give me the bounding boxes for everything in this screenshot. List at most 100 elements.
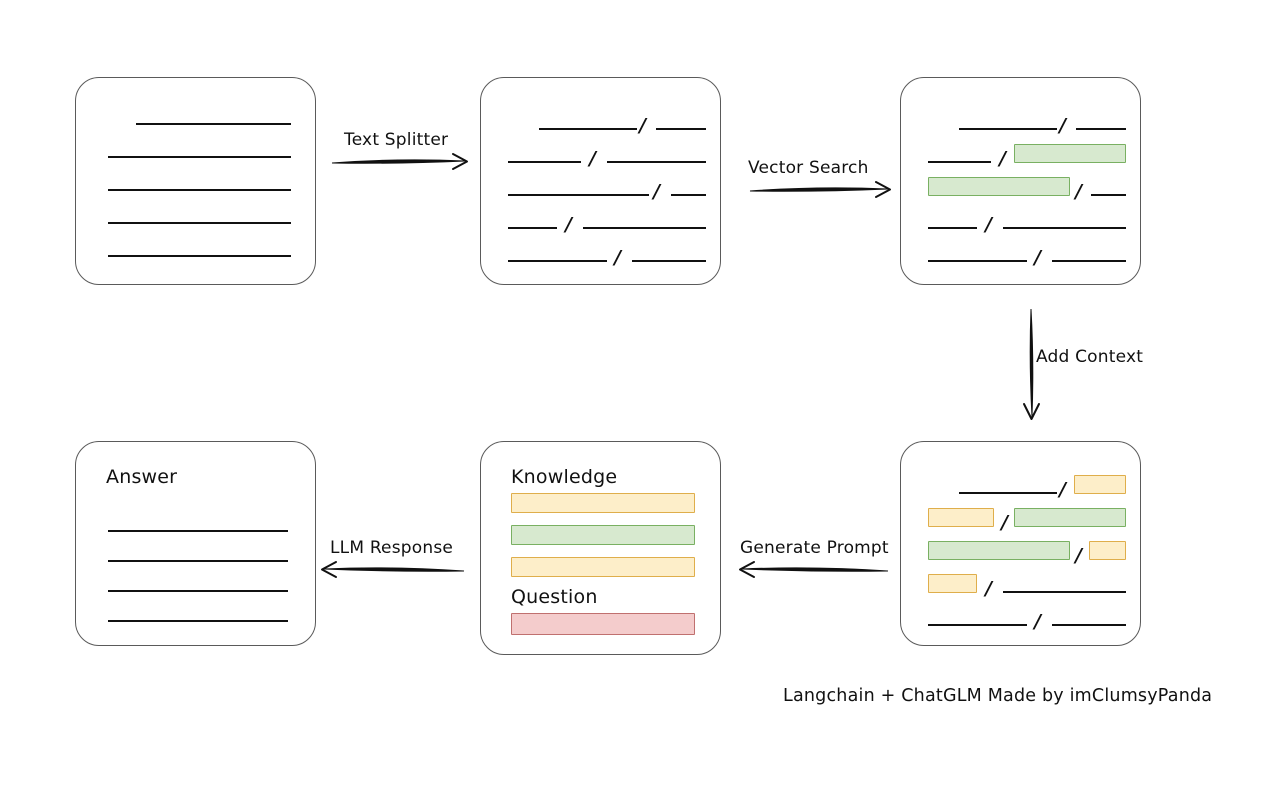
arrow-label-add-context: Add Context [1036,347,1144,367]
text-line [1052,260,1126,262]
chunk-separator-slash: / [565,213,572,236]
text-line [508,194,649,196]
text-row [76,78,315,158]
text-line [583,227,706,229]
chunk-separator-slash: / [1034,246,1041,269]
card-heading-answer: Answer [106,466,178,488]
highlight-chunk-yellow [928,508,994,527]
text-line [108,530,288,532]
text-row: / [481,78,720,168]
text-line [928,227,977,229]
chunk-separator-slash: / [985,577,992,600]
text-line [959,492,1057,494]
text-line [539,128,637,130]
chunk-separator-slash: / [1075,544,1082,567]
prompt-chip-red-4 [511,613,695,635]
text-line [607,161,706,163]
text-line [1091,194,1126,196]
arrow-label-text-splitter: Text Splitter [344,130,449,150]
prompt-chip-yellow-1 [511,493,695,513]
text-row [76,442,315,592]
highlight-chunk-yellow [928,574,977,593]
chunk-separator-slash: / [1059,114,1066,137]
chunk-separator-slash: / [639,114,646,137]
card-source-document [75,77,316,285]
card-heading-question: Question [511,586,598,608]
chunk-separator-slash: / [653,180,660,203]
card-split-chunks: / / / / / [480,77,721,285]
text-row [76,442,315,622]
text-line [632,260,706,262]
card-body [76,78,315,284]
prompt-chip-yellow-3 [511,557,695,577]
highlight-chunk-yellow [1089,541,1126,560]
prompt-chip-green-2 [511,525,695,545]
chunk-separator-slash: / [589,147,596,170]
card-heading-knowledge: Knowledge [511,466,618,488]
chunk-separator-slash: / [614,246,621,269]
text-row [76,78,315,191]
text-row [76,442,315,532]
text-row [76,78,315,224]
chunk-separator-slash: / [985,213,992,236]
text-row: / [901,78,1140,201]
card-body: Answer [76,442,315,645]
text-line [108,590,288,592]
arrow-label-vector-search: Vector Search [748,158,869,178]
text-line [508,161,581,163]
card-body: / / / / / [901,78,1140,284]
text-line [928,624,1027,626]
text-line [1003,227,1126,229]
text-line [108,189,291,191]
text-line [136,123,291,125]
text-row: / [481,78,720,234]
highlight-chunk-green [1014,508,1126,527]
highlight-chunk-green [928,177,1070,196]
text-row: / [901,78,1140,135]
card-vector-matches: / / / / / [900,77,1141,285]
text-row: / [901,442,1140,631]
text-row: / [901,442,1140,565]
arrow-label-generate-prompt: Generate Prompt [740,538,889,558]
text-row [76,442,315,562]
text-line [928,260,1027,262]
text-line [108,156,291,158]
text-line [928,161,991,163]
text-line [108,222,291,224]
arrow-glyph [331,153,468,170]
text-row [76,78,315,125]
text-row [76,78,315,257]
text-line [1076,128,1126,130]
text-line [959,128,1057,130]
chunk-separator-slash: / [1034,610,1041,633]
card-body: / / / / / [901,442,1140,645]
card-context-added: / / / / / [900,441,1141,646]
arrow-label-llm-response: LLM Response [330,538,454,558]
arrow-glyph [1023,308,1040,420]
highlight-chunk-yellow [1074,475,1126,494]
arrow-glyph [739,561,889,578]
arrow-glyph [321,561,465,578]
text-row: / [901,78,1140,267]
highlight-chunk-green [928,541,1070,560]
text-row: / [901,442,1140,532]
card-answer: Answer [75,441,316,646]
text-row: / [901,442,1140,499]
footer-credit: Langchain + ChatGLM Made by imClumsyPand… [783,686,1213,706]
text-row: / [901,78,1140,234]
text-line [1052,624,1126,626]
text-line [108,620,288,622]
text-line [508,260,607,262]
chunk-separator-slash: / [999,147,1006,170]
highlight-chunk-green [1014,144,1126,163]
text-row: / [481,78,720,135]
chunk-separator-slash: / [1075,180,1082,203]
chunk-separator-slash: / [1059,478,1066,501]
chunk-separator-slash: / [1001,511,1008,534]
card-body: / / / / / [481,78,720,284]
text-line [108,255,291,257]
text-row: / [901,78,1140,168]
